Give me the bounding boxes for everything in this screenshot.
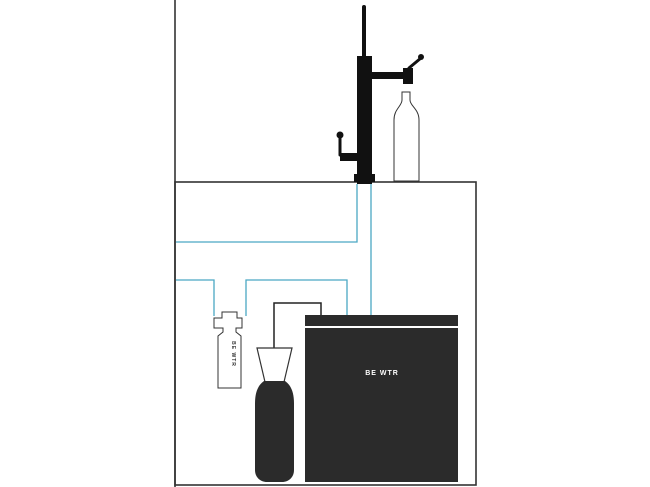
faucet-lever-left-knob <box>336 131 344 139</box>
gas-tube <box>273 302 322 350</box>
cylinder-body <box>255 381 294 482</box>
pipe-inlet-to-filter <box>176 279 215 316</box>
faucet-lever-right <box>407 56 423 70</box>
chiller-unit-icon: BE WTR <box>305 315 458 482</box>
glass-bottle-icon <box>393 91 420 182</box>
co2-cylinder-icon <box>255 347 294 482</box>
faucet-base <box>354 174 375 182</box>
cylinder-funnel <box>256 347 293 383</box>
cabinet-outline <box>174 0 477 487</box>
faucet-arm <box>370 72 406 79</box>
faucet-lever-right-knob <box>418 54 424 60</box>
faucet-side-valve <box>340 153 358 161</box>
filter-brand-label: BE WTR <box>230 341 236 367</box>
chiller-brand-label: BE WTR <box>365 370 399 377</box>
pipe-supply-to-tap <box>176 184 358 243</box>
faucet-body <box>357 56 372 184</box>
chiller-body <box>305 328 458 482</box>
faucet-icon <box>336 5 424 184</box>
chiller-lid <box>305 315 458 326</box>
water-filter-icon: BE WTR <box>213 311 243 389</box>
water-pipes <box>176 184 372 316</box>
cabinet-box <box>174 181 477 486</box>
pipe-filter-to-chiller <box>245 279 348 316</box>
filter-housing <box>213 311 243 389</box>
faucet-nozzle <box>403 68 413 84</box>
